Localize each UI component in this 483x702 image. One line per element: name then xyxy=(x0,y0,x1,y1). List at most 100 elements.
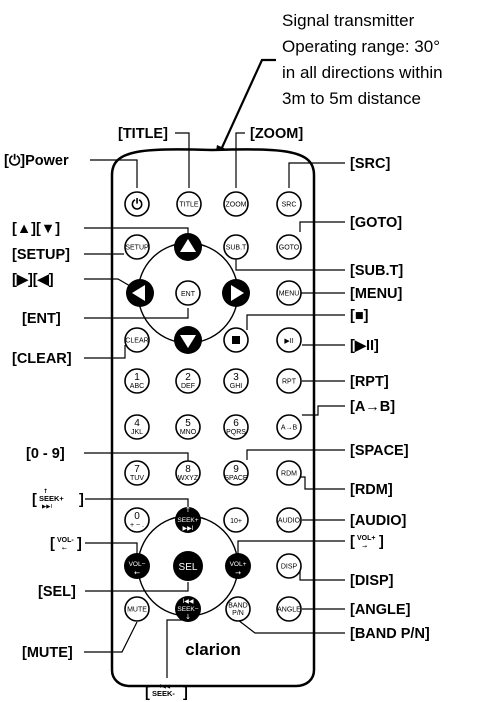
menu-button-label: MENU xyxy=(279,291,300,298)
callout-seek-plus-label: SEEK+ xyxy=(39,494,64,503)
src-button-label: SRC xyxy=(282,202,297,209)
right-button[interactable] xyxy=(222,279,250,307)
seek-plus-button-label: SEEK+ xyxy=(177,517,198,524)
callout-vol-minus-open-bracket: [ xyxy=(50,536,55,552)
ent-button[interactable]: ENT xyxy=(175,280,201,306)
key-0[interactable]: 0 + − . xyxy=(124,507,150,533)
callout-seek-minus: [ I◀◀ SEEK- ] xyxy=(145,684,188,701)
title-button[interactable]: TITLE xyxy=(176,191,202,217)
vol-minus-button[interactable]: VOL− ← xyxy=(124,553,150,579)
ten-plus-button[interactable]: 10+ xyxy=(223,507,249,533)
callout-disp: [DISP] xyxy=(350,573,394,589)
ten-plus-button-label: 10+ xyxy=(230,518,242,525)
key-5-digit: 5 xyxy=(185,418,191,429)
key-7[interactable]: 7 TUV xyxy=(124,460,150,486)
key-2[interactable]: 2 DEF xyxy=(175,368,201,394)
callout-vol-plus-arrow-icon: → xyxy=(362,543,367,550)
key-7-digit: 7 xyxy=(134,464,140,475)
transmitter-note: Signal transmitter Operating range: 30° … xyxy=(214,11,443,162)
power-button[interactable]: ⏻ xyxy=(124,191,150,217)
stop-icon xyxy=(232,336,240,344)
vol-plus-button[interactable]: VOL+ → xyxy=(225,553,251,579)
callout-angle: [ANGLE] xyxy=(350,602,411,618)
callout-seek-plus-next-icon: ▶▶I xyxy=(42,504,52,510)
seek-minus-button[interactable]: I◀◀ SEEK− ↓ xyxy=(175,596,201,622)
key-9-digit: 9 xyxy=(233,464,239,475)
rdm-button[interactable]: RDM xyxy=(276,460,302,486)
callout-ent: [ENT] xyxy=(22,311,61,327)
transmitter-arrow-line xyxy=(218,58,276,153)
callout-vol-plus-label: VOL+ xyxy=(357,535,375,542)
callout-vol-minus: [ VOL- ← ] xyxy=(50,536,82,552)
callout-vol-minus-label: VOL- xyxy=(57,537,74,544)
key-6[interactable]: 6 PQRS xyxy=(223,414,249,440)
key-1[interactable]: 1 ABC xyxy=(124,368,150,394)
key-9-letters: SPACE xyxy=(224,475,248,482)
down-button[interactable] xyxy=(174,326,202,354)
seek-plus-button[interactable]: ↑ SEEK+ ▶▶I xyxy=(175,506,201,533)
callout-sel: [SEL] xyxy=(38,584,76,600)
callout-ab: [A→B] xyxy=(350,399,395,415)
menu-button[interactable]: MENU xyxy=(276,280,302,306)
sel-button[interactable]: SEL xyxy=(173,551,203,581)
callout-rdm: [RDM] xyxy=(350,482,393,498)
left-button[interactable] xyxy=(126,279,154,307)
angle-button-label: ANGLE xyxy=(277,607,301,614)
play-pause-icon: ▶II xyxy=(284,338,293,345)
callout-setup: [SETUP] xyxy=(12,247,70,263)
setup-button[interactable]: SETUP xyxy=(124,234,150,260)
mute-button-label: MUTE xyxy=(127,607,147,614)
callout-clear: [CLEAR] xyxy=(12,351,72,367)
callout-vol-plus-open-bracket: [ xyxy=(350,534,355,550)
goto-button[interactable]: GOTO xyxy=(276,234,302,260)
key-8[interactable]: 8 WXYZ xyxy=(175,460,201,486)
key-3[interactable]: 3 GHI xyxy=(223,368,249,394)
left-arrow-icon xyxy=(132,285,145,301)
up-button[interactable] xyxy=(174,233,202,261)
key-5[interactable]: 5 MNO xyxy=(175,414,201,440)
vol-plus-arrow-icon: → xyxy=(235,569,241,577)
key-9[interactable]: 9 SPACE xyxy=(223,460,249,486)
callout-seek-minus-close-bracket: ] xyxy=(183,685,188,701)
band-button-label: BAND xyxy=(228,603,247,610)
key-4[interactable]: 4 JKL xyxy=(124,414,150,440)
note-line-1: Signal transmitter xyxy=(282,11,415,30)
callout-menu: [MENU] xyxy=(350,286,403,302)
band-button[interactable]: BAND P/N xyxy=(225,596,251,622)
key-0-symbols: + − . xyxy=(130,522,144,529)
zoom-button[interactable]: ZOOM xyxy=(223,191,249,217)
disp-button[interactable]: DISP xyxy=(276,553,302,579)
src-button[interactable]: SRC xyxy=(276,191,302,217)
key-6-letters: PQRS xyxy=(226,429,246,436)
clear-button[interactable]: CLEAR xyxy=(124,327,150,353)
audio-button-label: AUDIO xyxy=(278,518,301,525)
title-button-label: TITLE xyxy=(179,202,198,209)
band-button-sub: P/N xyxy=(232,610,244,617)
key-0-digit: 0 xyxy=(134,511,140,522)
mute-button[interactable]: MUTE xyxy=(124,596,150,622)
seek-plus-up-icon: ↑ xyxy=(185,506,191,514)
ab-button-label: A→B xyxy=(281,425,298,432)
key-6-digit: 6 xyxy=(233,418,239,429)
callout-space: [SPACE] xyxy=(350,443,409,459)
callout-title: [TITLE] xyxy=(118,126,168,142)
angle-button[interactable]: ANGLE xyxy=(276,596,302,622)
power-icon: ⏻ xyxy=(131,197,142,213)
rpt-button[interactable]: RPT xyxy=(276,368,302,394)
subt-button[interactable]: SUB.T xyxy=(223,234,249,260)
callout-right-left: [▶][◀] xyxy=(12,272,54,288)
callout-vol-plus: [ VOL+ → ] xyxy=(350,534,384,550)
key-2-digit: 2 xyxy=(185,372,191,383)
callout-seek-plus-open-bracket: [ xyxy=(32,492,37,508)
audio-button[interactable]: AUDIO xyxy=(276,507,302,533)
ab-button[interactable]: A→B xyxy=(276,414,302,440)
brand-logo: clarion xyxy=(185,640,241,659)
key-1-letters: ABC xyxy=(130,383,144,390)
stop-button[interactable] xyxy=(223,327,249,353)
play-pause-button[interactable]: ▶II xyxy=(276,327,302,353)
key-3-letters: GHI xyxy=(230,383,243,390)
callout-seek-minus-prev-icon: I◀◀ xyxy=(160,684,171,690)
key-3-digit: 3 xyxy=(233,372,239,383)
callout-seek-minus-label: SEEK- xyxy=(152,689,175,698)
